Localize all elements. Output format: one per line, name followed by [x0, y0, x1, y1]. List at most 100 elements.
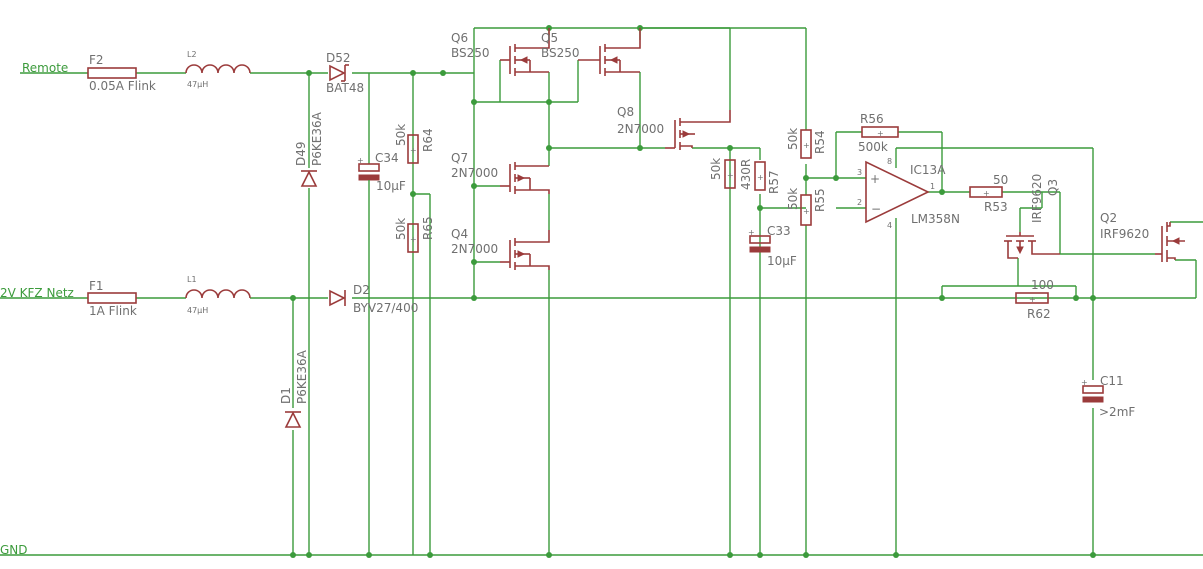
c11-value: >2mF [1099, 405, 1135, 419]
resistor-r56[interactable]: + R56 500k [858, 112, 899, 154]
resistor-r55[interactable]: + 50k R55 [786, 188, 827, 226]
r56-value: 500k [858, 140, 888, 154]
resistor-r57[interactable]: + 430R R57 [739, 159, 781, 194]
r65-name: R65 [421, 216, 435, 240]
diode-d2[interactable]: D2 BYV27/400 [329, 283, 418, 315]
ic13a-value: LM358N [911, 212, 960, 226]
r54-value: 50k [786, 128, 800, 150]
q3-value: IRF9620 [1030, 174, 1044, 223]
svg-text:+: + [410, 235, 417, 244]
mosfet-q5[interactable]: Q5 BS250 [541, 28, 641, 76]
ic13a-pin1: 1 [930, 182, 935, 191]
svg-text:+: + [983, 189, 990, 198]
diode-d52[interactable]: D52 BAT48 [326, 51, 364, 95]
tvs-diode-d49[interactable]: D49 P6KE36A [294, 111, 324, 188]
mosfet-q4[interactable]: Q4 2N7000 [451, 227, 550, 270]
net-label-remote: Remote [22, 61, 68, 75]
resistor-r54[interactable]: + 50k R54 [786, 128, 827, 159]
ic13a-name: IC13A [910, 163, 946, 177]
q7-value: 2N7000 [451, 166, 498, 180]
resistor-r65[interactable]: + 50k R65 [394, 216, 435, 253]
resistor-r62[interactable]: + 100 R62 [1015, 278, 1054, 321]
net-label-gnd: GND [0, 543, 28, 557]
l1-value: 47µH [187, 306, 208, 315]
f1-value: 1A Flink [89, 304, 137, 318]
r57-value: 430R [739, 159, 753, 190]
r64-name: R64 [421, 128, 435, 152]
inductor-l2[interactable]: L2 47µH [185, 50, 251, 89]
q8-value: 2N7000 [617, 122, 664, 136]
svg-text:+: + [803, 207, 810, 216]
r53-value: 50 [993, 173, 1008, 187]
q5-name: Q5 [541, 31, 558, 45]
d52-name: D52 [326, 51, 351, 65]
fuse-f1[interactable]: F1 1A Flink [87, 279, 137, 318]
q4-value: 2N7000 [451, 242, 498, 256]
r56-name: R56 [860, 112, 884, 126]
d52-value: BAT48 [326, 81, 364, 95]
d49-name: D49 [294, 141, 308, 166]
ic13a-pin4: 4 [887, 221, 892, 230]
svg-text:+: + [757, 173, 764, 182]
ic13a-pin3: 3 [857, 168, 862, 177]
resistor-r59[interactable]: + 50k [709, 158, 736, 189]
opamp-ic13a[interactable]: + − 3 2 1 8 4 IC13A LM358N [857, 157, 960, 230]
q5-value: BS250 [541, 46, 580, 60]
l2-name: L2 [187, 50, 197, 59]
q3-name: Q3 [1046, 179, 1060, 196]
mosfet-q6[interactable]: Q6 BS250 [451, 28, 550, 76]
capacitor-c34[interactable]: + C34 10µF [357, 151, 406, 298]
r64-value: 50k [394, 124, 408, 146]
mosfet-q3[interactable]: IRF9620 Q3 [1004, 174, 1060, 259]
mosfet-q2[interactable]: Q2 IRF9620 [1100, 211, 1185, 262]
mosfet-q7[interactable]: Q7 2N7000 [451, 151, 550, 194]
svg-text:+: + [1081, 378, 1088, 387]
c34-value: 10µF [376, 179, 406, 193]
q4-name: Q4 [451, 227, 468, 241]
svg-text:+: + [877, 129, 884, 138]
q6-value: BS250 [451, 46, 490, 60]
d1-value: P6KE36A [295, 349, 309, 404]
mosfet-q8[interactable]: Q8 2N7000 [617, 105, 731, 150]
q7-name: Q7 [451, 151, 468, 165]
ic13a-pin8: 8 [887, 157, 892, 166]
fuse-f2[interactable]: F2 0.05A Flink [87, 53, 156, 93]
r53-name: R53 [984, 200, 1008, 214]
d2-name: D2 [353, 283, 370, 297]
r55-name: R55 [813, 188, 827, 212]
capacitor-c11[interactable]: + C11 >2mF [1081, 374, 1135, 419]
ic13a-pin2: 2 [857, 198, 862, 207]
svg-text:+: + [1029, 295, 1036, 304]
svg-text:−: − [871, 202, 881, 216]
f1-name: F1 [89, 279, 104, 293]
svg-text:+: + [748, 228, 755, 237]
d1-name: D1 [279, 387, 293, 404]
svg-text:+: + [870, 172, 880, 186]
tvs-diode-d1[interactable]: D1 P6KE36A [279, 349, 309, 430]
c33-name: C33 [767, 224, 791, 238]
l2-value: 47µH [187, 80, 208, 89]
d49-value: P6KE36A [310, 111, 324, 166]
q2-value: IRF9620 [1100, 227, 1149, 241]
inductor-l1[interactable]: L1 47µH [185, 275, 251, 315]
q8-name: Q8 [617, 105, 634, 119]
wires [0, 27, 1203, 556]
r62-value: 100 [1031, 278, 1054, 292]
resistor-r53[interactable]: + 50 R53 [969, 173, 1008, 214]
net-label-kfz: 2V KFZ Netz [0, 286, 74, 300]
f2-value: 0.05A Flink [89, 79, 156, 93]
svg-text:+: + [727, 171, 734, 180]
junctions [290, 25, 1096, 558]
r54-name: R54 [813, 130, 827, 154]
c11-name: C11 [1100, 374, 1124, 388]
resistor-r64[interactable]: + 50k R64 [394, 124, 435, 164]
l1-name: L1 [187, 275, 197, 284]
d2-value: BYV27/400 [353, 301, 418, 315]
q6-name: Q6 [451, 31, 468, 45]
r65-value: 50k [394, 218, 408, 240]
r62-name: R62 [1027, 307, 1051, 321]
f2-name: F2 [89, 53, 104, 67]
r59-value: 50k [709, 158, 723, 180]
r55-value: 50k [786, 188, 800, 210]
capacitor-c33[interactable]: + C33 10µF [748, 224, 797, 268]
